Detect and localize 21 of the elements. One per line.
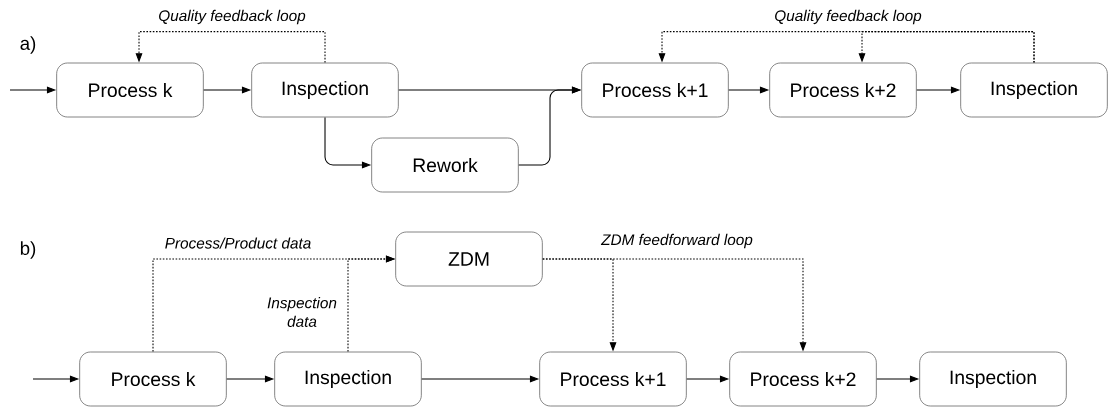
process-box: Inspection xyxy=(960,62,1108,118)
process-box: Inspection xyxy=(274,351,422,407)
process-box: Inspection xyxy=(919,351,1067,407)
process-box: Inspection xyxy=(251,62,399,118)
process-box: Process k+1 xyxy=(539,351,687,407)
process-box: Process k+2 xyxy=(769,62,917,118)
arrow xyxy=(858,31,1035,64)
edge-label: Process/Product data xyxy=(163,236,313,250)
process-box: Process k+1 xyxy=(581,62,729,118)
edge-label: ZDM feedforward loop xyxy=(599,232,755,250)
edge-label: Quality feedback loop xyxy=(772,8,924,26)
edge-label: Inspection data xyxy=(260,295,344,329)
panel-label: a) xyxy=(20,36,36,54)
process-box: Process k xyxy=(56,62,204,118)
process-box: Process k+2 xyxy=(729,351,877,407)
panel-label: b) xyxy=(20,241,36,259)
edge-label: Quality feedback loop xyxy=(156,8,308,26)
process-box: ZDM xyxy=(395,231,543,287)
arrow xyxy=(135,31,326,64)
process-box: Process k xyxy=(79,351,227,407)
process-box: Rework xyxy=(371,137,519,193)
